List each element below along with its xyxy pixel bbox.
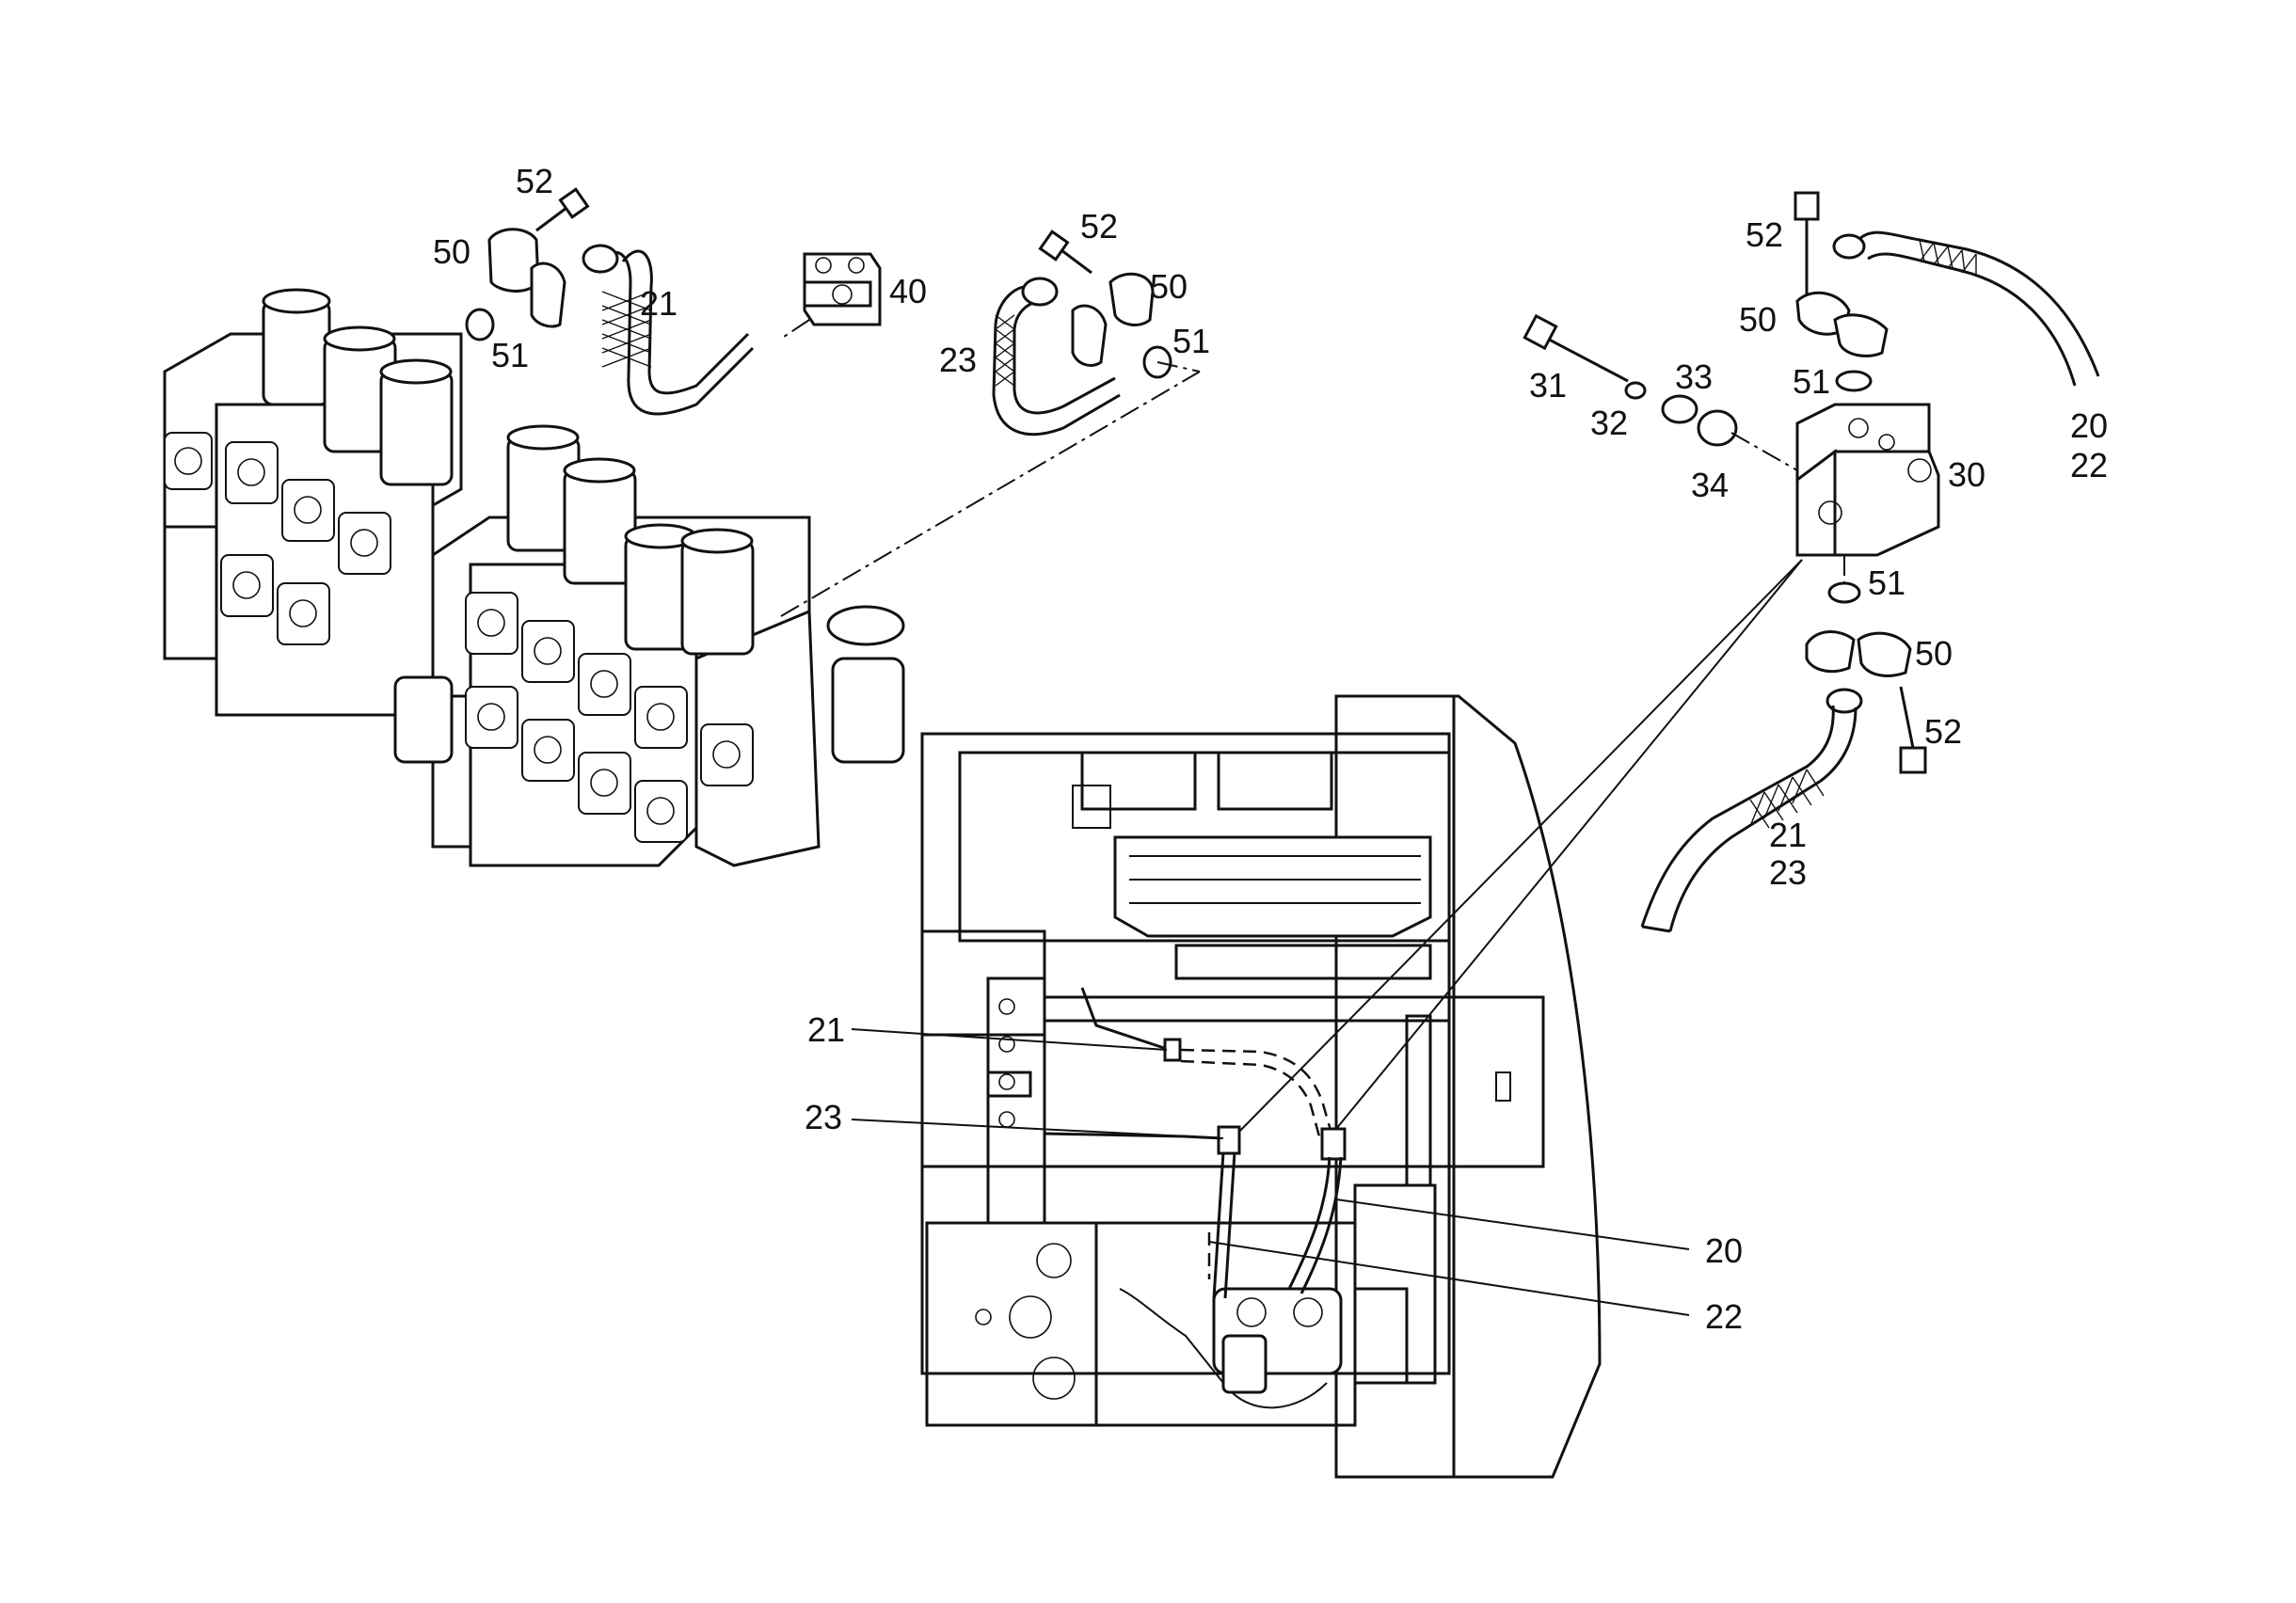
label-50: 50 (1739, 300, 1777, 339)
label-22: 22 (2070, 446, 2108, 484)
hose-21-23-right (1640, 705, 1858, 933)
fittings-right-upper (1794, 191, 1889, 604)
label-51: 51 (1868, 563, 1905, 602)
callout-labels: 52 50 51 21 40 52 50 51 23 52 50 51 31 3… (433, 162, 2108, 1336)
label-23: 23 (805, 1098, 842, 1136)
label-30: 30 (1948, 455, 1985, 494)
label-51: 51 (1172, 322, 1210, 360)
hose-21-upper (582, 244, 755, 416)
label-22: 22 (1705, 1297, 1743, 1336)
label-52: 52 (1924, 712, 1962, 751)
label-51: 51 (491, 336, 529, 374)
hose-20-22 (1832, 230, 2100, 387)
clamp-40 (803, 252, 882, 326)
label-34: 34 (1691, 466, 1729, 504)
label-20: 20 (1705, 1231, 1743, 1270)
fittings-right-lower (1805, 555, 1927, 774)
leader-lines-lower (851, 1028, 1690, 1316)
bolt-31-washer-32-33-34 (1523, 313, 1798, 471)
label-40: 40 (889, 272, 927, 310)
label-23: 23 (939, 341, 977, 379)
label-23: 23 (1769, 853, 1807, 892)
label-50: 50 (1915, 634, 1953, 673)
label-20: 20 (2070, 406, 2108, 445)
control-valve-assembly (163, 288, 905, 867)
label-52: 52 (1080, 207, 1118, 246)
label-31: 31 (1529, 366, 1567, 405)
machine-frame (920, 694, 1602, 1479)
label-50: 50 (1150, 267, 1188, 306)
label-21: 21 (807, 1010, 845, 1049)
leader-lines-center (1232, 559, 1803, 1139)
label-33: 33 (1675, 357, 1713, 396)
label-32: 32 (1590, 404, 1628, 442)
label-21: 21 (640, 284, 678, 323)
label-52: 52 (516, 162, 553, 200)
hose-23-upper (992, 230, 1172, 436)
block-30 (1795, 403, 1940, 557)
label-50: 50 (433, 232, 470, 271)
leader-dash-lines-upper (780, 319, 1201, 617)
label-51: 51 (1793, 362, 1830, 401)
label-52: 52 (1746, 215, 1783, 254)
label-21: 21 (1769, 816, 1807, 854)
flange-set-left (465, 187, 590, 341)
hoses-in-machine (1044, 987, 1347, 1299)
